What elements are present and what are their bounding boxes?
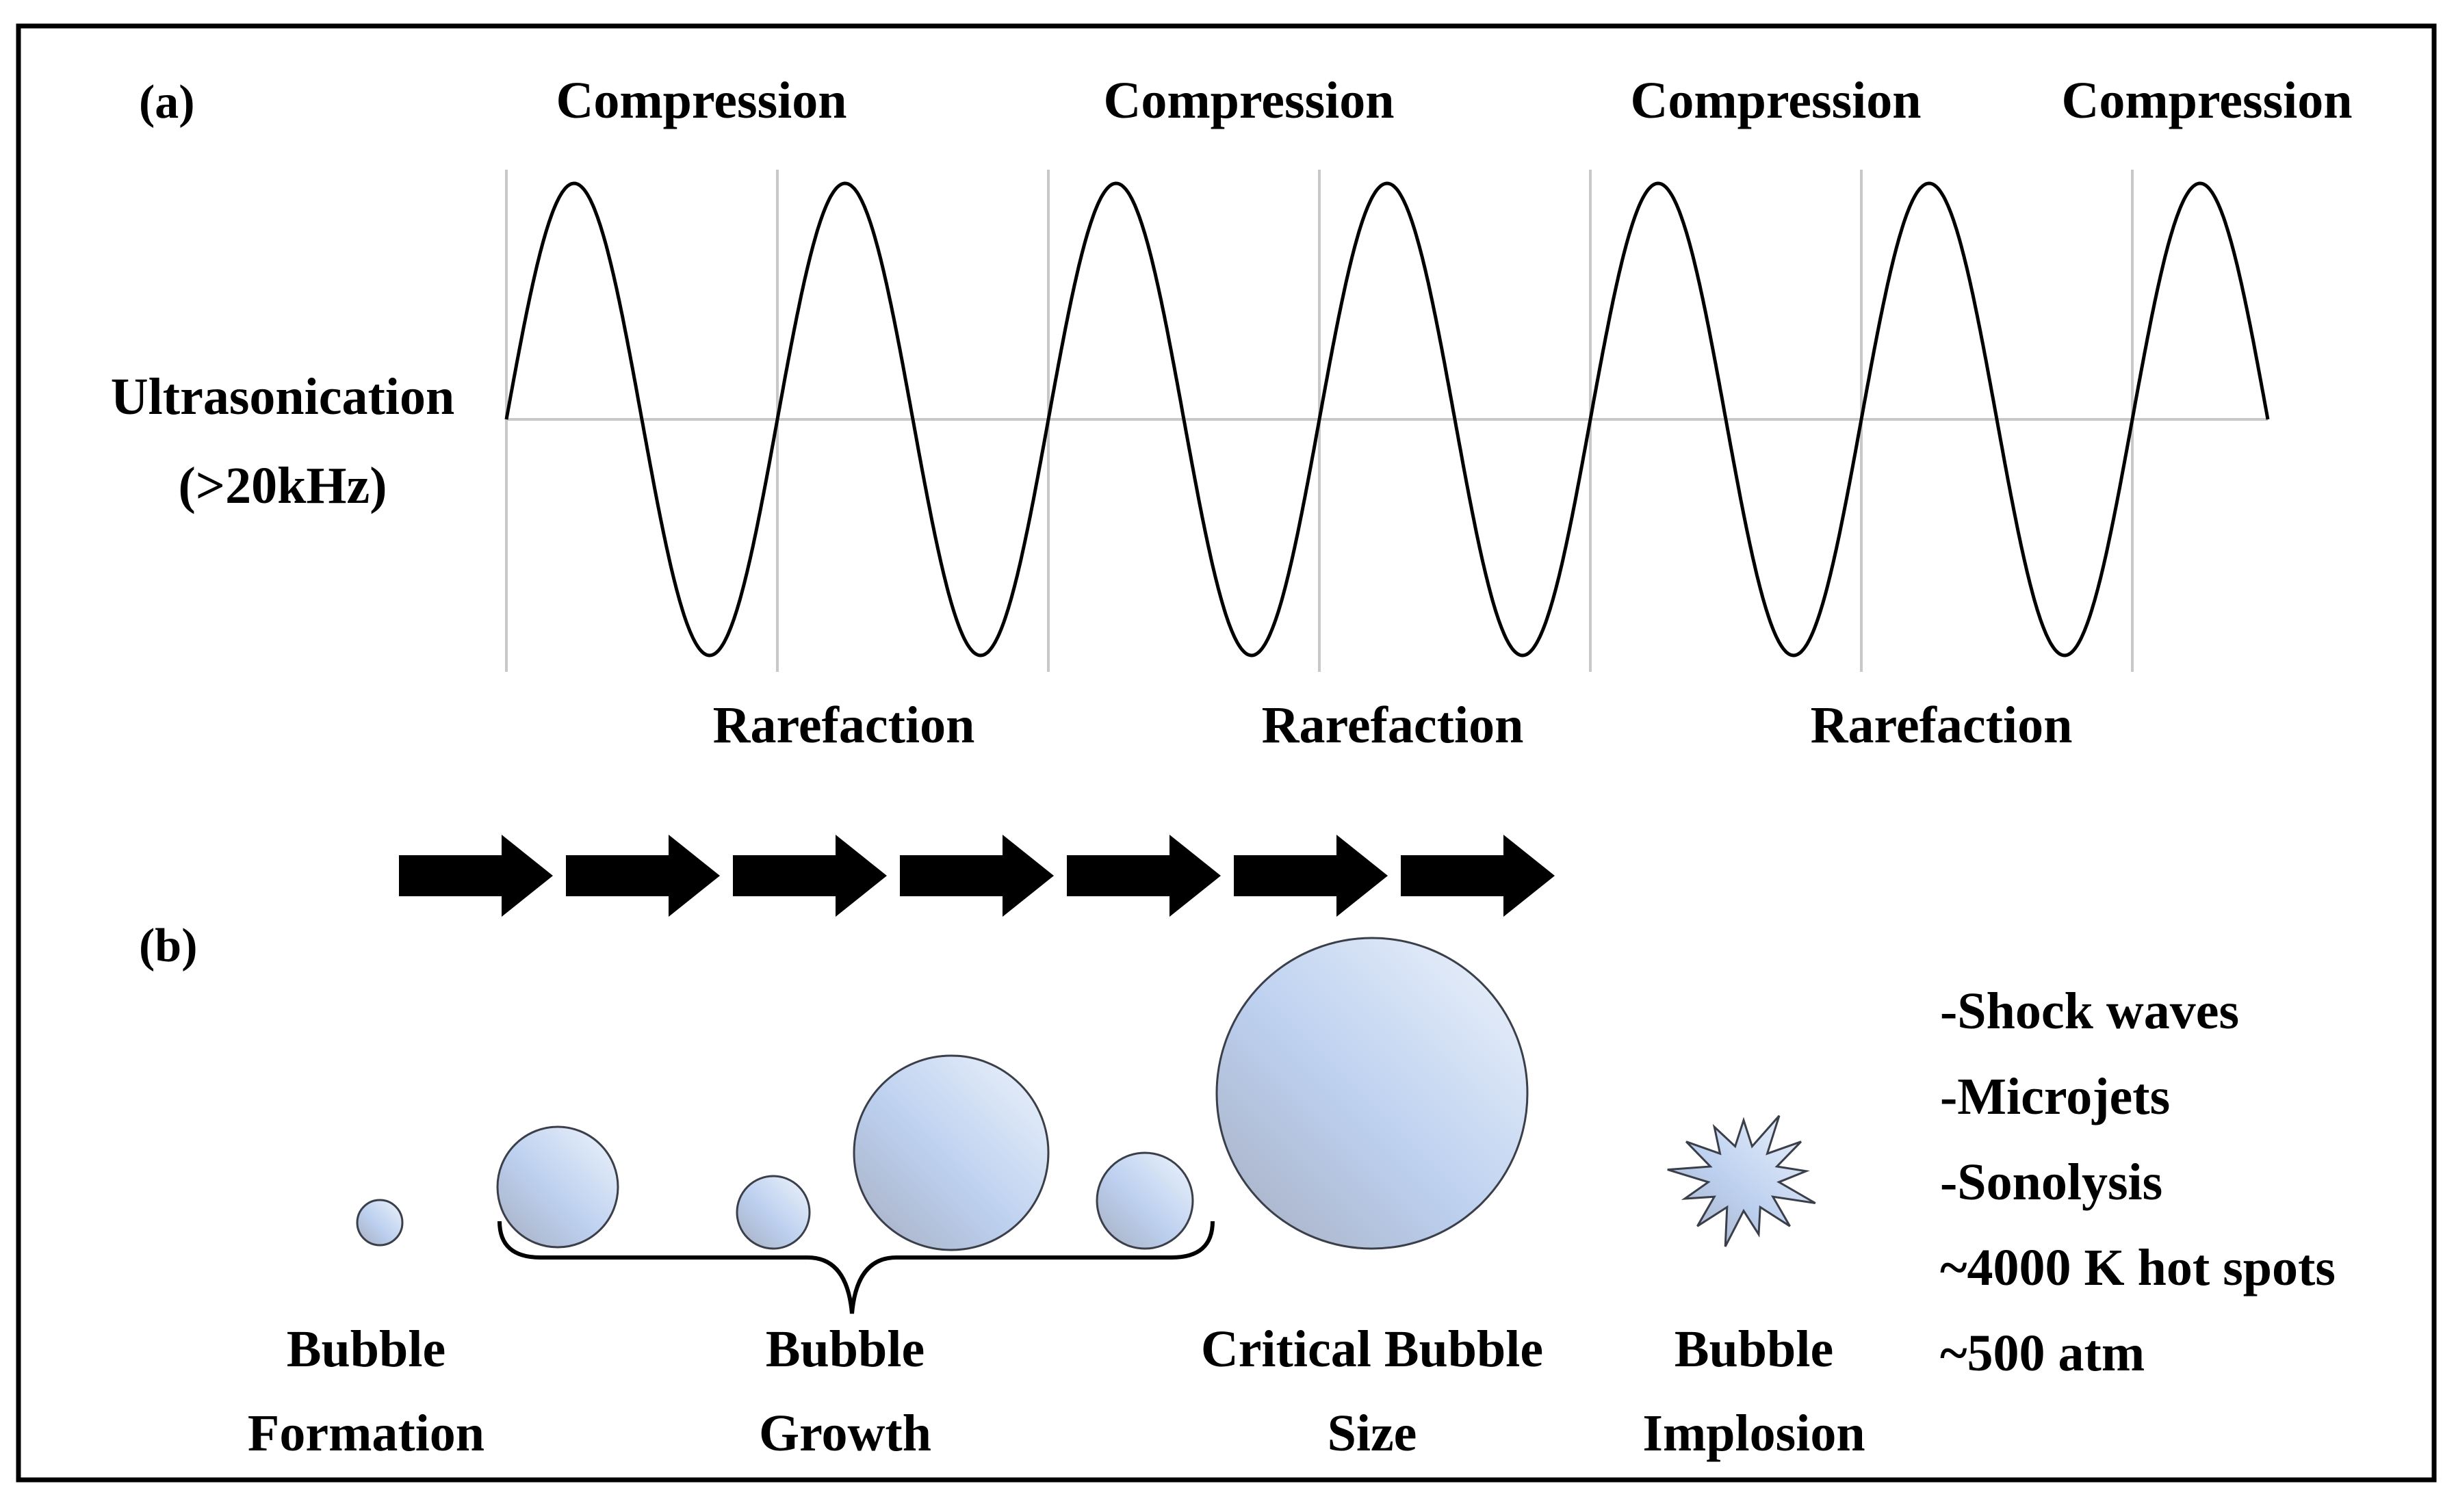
figure-frame (16, 23, 2437, 1483)
bubble-implosion-burst (1667, 1115, 1816, 1247)
compression-label-2: Compression (1103, 72, 1394, 129)
rarefaction-label-1: Rarefaction (713, 696, 975, 754)
growth-brace (497, 1221, 1215, 1314)
stage-label-formation-line-1: Bubble (287, 1320, 445, 1378)
stage-label-formation-line-2: Formation (248, 1405, 484, 1462)
panel-a-label: (a) (139, 76, 195, 129)
panel-b-label: (b) (139, 920, 198, 972)
bubble-growth-2 (736, 1175, 811, 1250)
process-arrow (1067, 835, 1221, 917)
rarefaction-labels: Rarefaction Rarefaction Rarefaction (713, 696, 2073, 754)
process-arrow (566, 835, 720, 917)
effect-microjets: -Microjets (1940, 1068, 2170, 1125)
stage-label-critical-line-1: Critical Bubble (1201, 1320, 1543, 1378)
process-arrows (399, 835, 1555, 917)
implosion-effects: -Shock waves -Microjets -Sonolysis ~4000… (1940, 982, 2336, 1382)
process-arrow (733, 835, 887, 917)
rarefaction-label-3: Rarefaction (1811, 696, 2073, 754)
source-label-line-1: Ultrasonication (111, 368, 454, 426)
stage-label-growth-line-2: Growth (759, 1405, 931, 1462)
effect-pressure: ~500 atm (1940, 1325, 2145, 1382)
compression-labels: Compression Compression Compression Comp… (556, 72, 2352, 129)
sine-wave (504, 181, 2270, 657)
rarefaction-label-2: Rarefaction (1262, 696, 1524, 754)
stage-label-implosion-line-1: Bubble (1675, 1320, 1833, 1378)
stage-label-critical-line-2: Size (1328, 1405, 1417, 1462)
stage-label-growth-line-1: Bubble (766, 1320, 925, 1378)
effect-hot-spots: ~4000 K hot spots (1940, 1239, 2336, 1296)
compression-label-1: Compression (556, 72, 846, 129)
wave-grid (505, 170, 2268, 672)
stage-labels: Bubble Formation Bubble Growth Critical … (248, 1320, 1865, 1462)
process-arrow (399, 835, 553, 917)
compression-label-3: Compression (1630, 72, 1921, 129)
process-arrow (1401, 835, 1555, 917)
bubble-formation (356, 1199, 404, 1247)
compression-label-4: Compression (2061, 72, 2352, 129)
stage-label-implosion-line-2: Implosion (1642, 1405, 1865, 1462)
process-arrow (900, 835, 1054, 917)
bubble-growth-4 (1096, 1151, 1194, 1250)
source-label: Ultrasonication (>20kHz) (111, 368, 454, 514)
effect-sonolysis: -Sonolysis (1940, 1153, 2162, 1211)
bubble-critical (1215, 937, 1529, 1250)
process-arrow (1234, 835, 1388, 917)
effect-shock-waves: -Shock waves (1940, 982, 2239, 1040)
bubbles (356, 937, 1816, 1251)
bubble-growth-3 (853, 1054, 1050, 1251)
source-label-line-2: (>20kHz) (178, 457, 387, 514)
bubble-growth-1 (496, 1125, 619, 1249)
